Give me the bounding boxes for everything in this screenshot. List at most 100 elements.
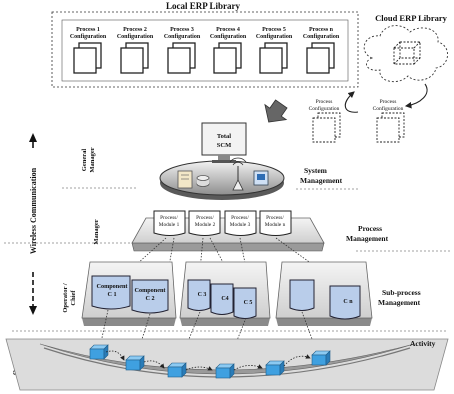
local-library-box	[51, 11, 359, 88]
process-config-2-line2: Configuration	[117, 34, 154, 40]
process-config-2-icon	[120, 47, 144, 74]
process-config-3-line2: Configuration	[164, 34, 201, 40]
process-management-line1: Process	[358, 224, 382, 233]
component-c2: Component C 2	[131, 279, 169, 314]
wireless-communication-label: Wireless Communication	[29, 167, 38, 254]
cloud-dashed-cube	[393, 41, 421, 65]
process-module-n-line2: Module n	[265, 222, 286, 228]
process-module-3-line2: Module 3	[230, 222, 251, 228]
activity-flow-arrows	[105, 350, 311, 371]
cloud-process-config-1-icon	[312, 117, 336, 143]
process-module-2-line1: Process/	[196, 215, 214, 221]
process-config-5-line2: Configuration	[256, 34, 293, 40]
process-management-node: Process/ Module 1 Process/ Module 2 Proc…	[131, 210, 389, 252]
component-cn: C n	[329, 285, 361, 320]
process-config-2: Process 2 Configuration	[117, 27, 154, 74]
system-management-node: Total SCM System Management	[159, 122, 343, 200]
wireless-communication-axis: Wireless Communication	[29, 133, 38, 315]
process-config-n-line2: Configuration	[303, 34, 340, 40]
monitor-line2: SCM	[217, 142, 231, 149]
process-module-n: Process/ Module n	[259, 210, 292, 236]
cloud-process-config-2-line1: Process	[380, 99, 397, 105]
component-c2-line2: C 2	[145, 295, 154, 302]
component-cn-label: C n	[343, 299, 353, 305]
cloud-process-config-1-line1: Process	[316, 99, 333, 105]
process-config-n: Process n Configuration	[303, 27, 340, 74]
process-config-1-line2: Configuration	[70, 34, 107, 40]
activity-cube-2	[125, 355, 145, 371]
process-platform-side	[131, 242, 325, 252]
activity-cube-5	[265, 360, 285, 376]
cloud-erp-library: Cloud ERP Library Process Configuration …	[309, 13, 448, 143]
process-config-3-line1: Process 3	[170, 27, 194, 33]
role-operator-chief-line1: Operator /	[62, 283, 69, 312]
component-c1: Component C 1	[91, 275, 131, 310]
activity-cube-6	[311, 350, 331, 366]
component-c5-label: C 5	[244, 300, 253, 306]
process-config-n-icon	[306, 47, 330, 74]
activity-label: Activity	[410, 339, 436, 348]
download-arrow-icon	[264, 99, 288, 123]
level-dividers	[4, 187, 450, 332]
cloud-to-config-arrow	[404, 83, 428, 109]
process-config-n-line1: Process n	[309, 27, 334, 33]
subprocess-management-line1: Sub-process	[382, 288, 421, 297]
process-config-2-line1: Process 2	[123, 27, 147, 33]
process-management-line2: Management	[346, 234, 389, 243]
cloud-erp-library-title: Cloud ERP Library	[375, 13, 448, 23]
process-module-1: Process/ Module 1	[153, 210, 186, 236]
activity-cube-4	[215, 363, 235, 379]
role-general-manager-line2: Manager	[89, 147, 96, 172]
role-operator-chief-line2: Chief	[70, 290, 77, 306]
activity-cube-3	[167, 362, 187, 378]
component-c3: C 3	[187, 279, 211, 311]
component-c3-label: C 3	[198, 292, 207, 298]
component-c4: C4	[210, 283, 234, 315]
wireless-antenna-icon	[229, 157, 247, 191]
subprocess-management-line2: Management	[378, 298, 421, 307]
component-c5: C 5	[233, 287, 257, 319]
process-config-5-line1: Process 5	[262, 27, 286, 33]
config-to-local-arrow	[344, 91, 359, 113]
server-icon	[177, 170, 193, 189]
system-management-line2: Management	[300, 176, 343, 185]
process-config-5: Process 5 Configuration	[256, 27, 293, 74]
component-c2-line1: Component	[135, 287, 167, 294]
process-config-4-line2: Configuration	[210, 34, 247, 40]
process-module-n-line1: Process/	[266, 215, 284, 221]
cloud-process-config-2-icon	[376, 117, 400, 143]
component-c4-label: C4	[221, 296, 228, 302]
activity-node: Activity	[5, 338, 449, 391]
subprocess-panel-2-side	[180, 318, 270, 326]
storage-icon	[196, 175, 210, 187]
local-library-inner-box	[61, 19, 349, 82]
cloud-shape	[363, 25, 448, 83]
monitor-icon: Total SCM	[201, 122, 247, 163]
process-module-2: Process/ Module 2	[188, 210, 221, 236]
component-cx-blank	[289, 279, 315, 311]
cloud-process-config-2: Process Configuration	[373, 99, 405, 143]
subprocess-panel-3-side	[276, 318, 372, 326]
role-manager: Manager	[93, 219, 100, 244]
role-general-manager-line1: General	[81, 149, 88, 172]
process-module-1-line1: Process/	[160, 215, 178, 221]
device-icon	[253, 170, 269, 186]
process-config-5-icon	[259, 47, 283, 74]
process-module-3: Process/ Module 3	[224, 210, 257, 236]
process-config-4-icon	[213, 47, 237, 74]
component-c1-line2: C 1	[107, 291, 116, 298]
process-module-3-line1: Process/	[231, 215, 249, 221]
monitor-line1: Total	[217, 133, 231, 140]
activity-cube-1	[89, 344, 109, 360]
system-management-line1: System	[304, 166, 328, 175]
process-module-1-line2: Module 1	[159, 222, 180, 228]
process-config-1-line1: Process 1	[76, 27, 100, 33]
subprocess-panel-1-side	[82, 318, 176, 326]
process-config-3: Process 3 Configuration	[164, 27, 201, 74]
local-erp-library-title: Local ERP Library	[166, 1, 240, 11]
process-module-2-line2: Module 2	[195, 222, 216, 228]
process-config-1: Process 1 Configuration	[70, 27, 107, 74]
cloud-process-config-2-line2: Configuration	[373, 105, 404, 112]
process-config-3-icon	[167, 47, 191, 74]
